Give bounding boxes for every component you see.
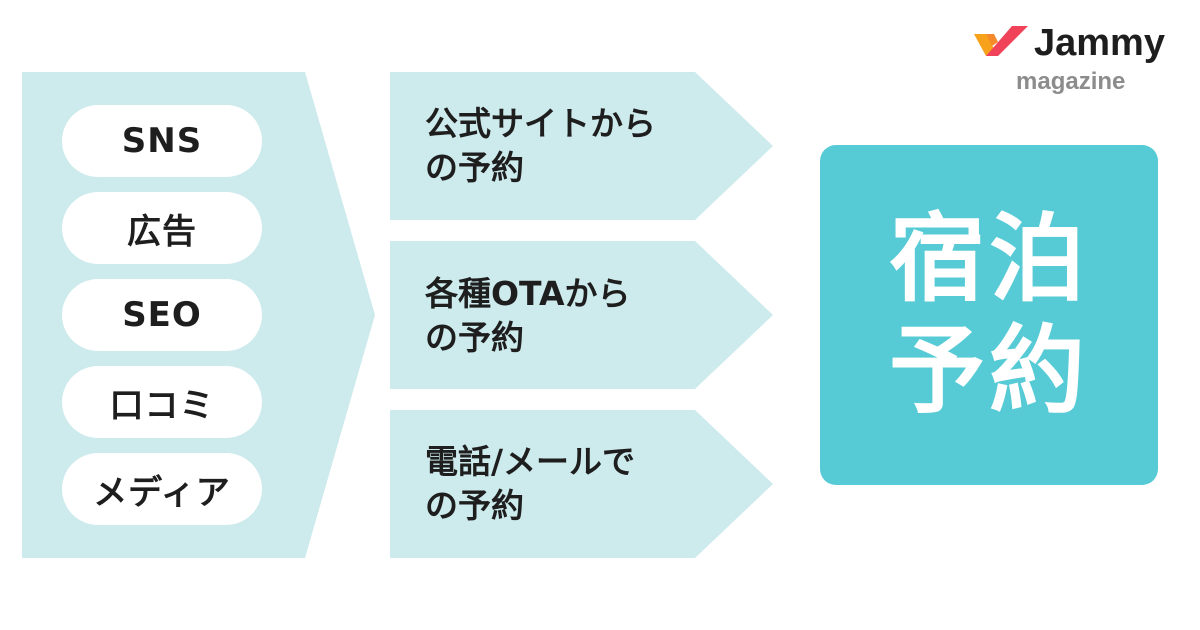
logo-brand-text: Jammy [1034, 22, 1165, 64]
channel-label-ota: 各種OTAから の予約 [425, 274, 631, 357]
channel-label-official-site: 公式サイトから の予約 [425, 104, 656, 187]
source-pill-ads: 広告 [62, 192, 262, 264]
source-pill-seo: SEO [62, 279, 262, 351]
result-label: 宿泊 予約 [889, 203, 1089, 427]
channel-arrow-1 [390, 72, 773, 220]
logo-sub-text: magazine [1016, 68, 1126, 95]
source-pill-media: メディア [62, 453, 262, 525]
channel-arrow-2 [390, 241, 773, 389]
jammy-magazine-logo[interactable]: Jammy magazine [972, 20, 1182, 100]
source-pill-sns: SNS [62, 105, 262, 177]
jammy-logo-mark-icon [974, 26, 1028, 56]
channel-label-phone-email: 電話/メールで の予約 [425, 442, 636, 525]
result-box: 宿泊 予約 [820, 145, 1158, 485]
channel-arrow-3 [390, 410, 773, 558]
source-pill-reviews: 口コミ [62, 366, 262, 438]
